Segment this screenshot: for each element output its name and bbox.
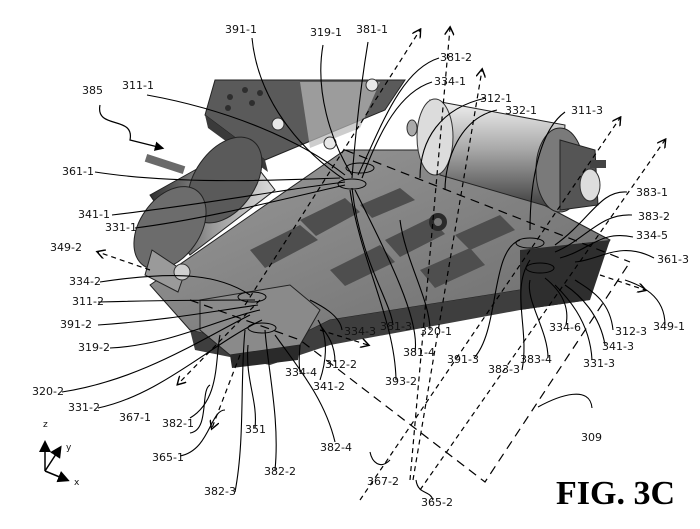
callout-331-2: 331-2 <box>68 401 100 414</box>
callout-331-1: 331-1 <box>105 221 137 234</box>
callout-381-3: 381-3 <box>380 320 412 333</box>
callout-349-1: 349-1 <box>653 320 685 333</box>
callout-383-2: 383-2 <box>638 210 670 223</box>
callout-341-3: 341-3 <box>602 340 634 353</box>
callout-311-3: 311-3 <box>571 104 603 117</box>
callout-383-4: 383-4 <box>520 353 552 366</box>
axis-label-y: y <box>66 443 72 453</box>
callout-391-2: 391-2 <box>60 318 92 331</box>
callout-312-1: 312-1 <box>480 92 512 105</box>
left-motor <box>133 136 276 293</box>
callout-312-2: 312-2 <box>325 358 357 371</box>
callout-382-2: 382-2 <box>264 465 296 478</box>
callout-319-1: 319-1 <box>310 26 342 39</box>
callout-381-4: 381-4 <box>403 346 435 359</box>
callout-349-2: 349-2 <box>50 241 82 254</box>
callout-320-1: 320-1 <box>420 325 452 338</box>
callout-382-1: 382-1 <box>162 417 194 430</box>
callout-382-3: 382-3 <box>204 485 236 498</box>
callout-319-2: 319-2 <box>78 341 110 354</box>
callout-309: 309 <box>581 431 602 444</box>
callout-361-3: 361-3 <box>657 253 689 266</box>
arrow-385 <box>99 104 165 151</box>
axes-triad <box>39 440 70 483</box>
callout-383-3: 383-3 <box>488 363 520 376</box>
callout-351: 351 <box>245 423 266 436</box>
callout-367-2: 367-2 <box>367 475 399 488</box>
callout-391-3: 391-3 <box>447 353 479 366</box>
callout-312-3: 312-3 <box>615 325 647 338</box>
leader-lines <box>61 37 666 501</box>
callout-334-1: 334-1 <box>434 75 466 88</box>
callout-383-1: 383-1 <box>636 186 668 199</box>
callout-391-1: 391-1 <box>225 23 257 36</box>
callout-334-4: 334-4 <box>285 366 317 379</box>
callout-331-3: 331-3 <box>583 357 615 370</box>
region-309-outline <box>189 149 631 483</box>
axis-label-z: z <box>43 420 48 430</box>
callout-334-5: 334-5 <box>636 229 668 242</box>
callout-365-2: 365-2 <box>421 496 453 509</box>
callout-334-6: 334-6 <box>549 321 581 334</box>
front-clamp-block <box>199 162 555 368</box>
callout-311-1: 311-1 <box>122 79 154 92</box>
callout-381-1: 381-1 <box>356 23 388 36</box>
callout-361-1: 361-1 <box>62 165 94 178</box>
callout-367-1: 367-1 <box>119 411 151 424</box>
callout-320-2: 320-2 <box>32 385 64 398</box>
callout-334-2: 334-2 <box>69 275 101 288</box>
callout-393-2: 393-2 <box>385 375 417 388</box>
callout-381-2: 381-2 <box>440 51 472 64</box>
callout-382-4: 382-4 <box>320 441 352 454</box>
callout-341-2: 341-2 <box>313 380 345 393</box>
callout-341-1: 341-1 <box>78 208 110 221</box>
callout-332-1: 332-1 <box>505 104 537 117</box>
axis-label-x: x <box>74 478 80 488</box>
callout-311-2: 311-2 <box>72 295 104 308</box>
callout-334-3: 334-3 <box>344 325 376 338</box>
callout-365-1: 365-1 <box>152 451 184 464</box>
callout-385: 385 <box>82 84 103 97</box>
figure-title: FIG. 3C <box>556 475 675 512</box>
